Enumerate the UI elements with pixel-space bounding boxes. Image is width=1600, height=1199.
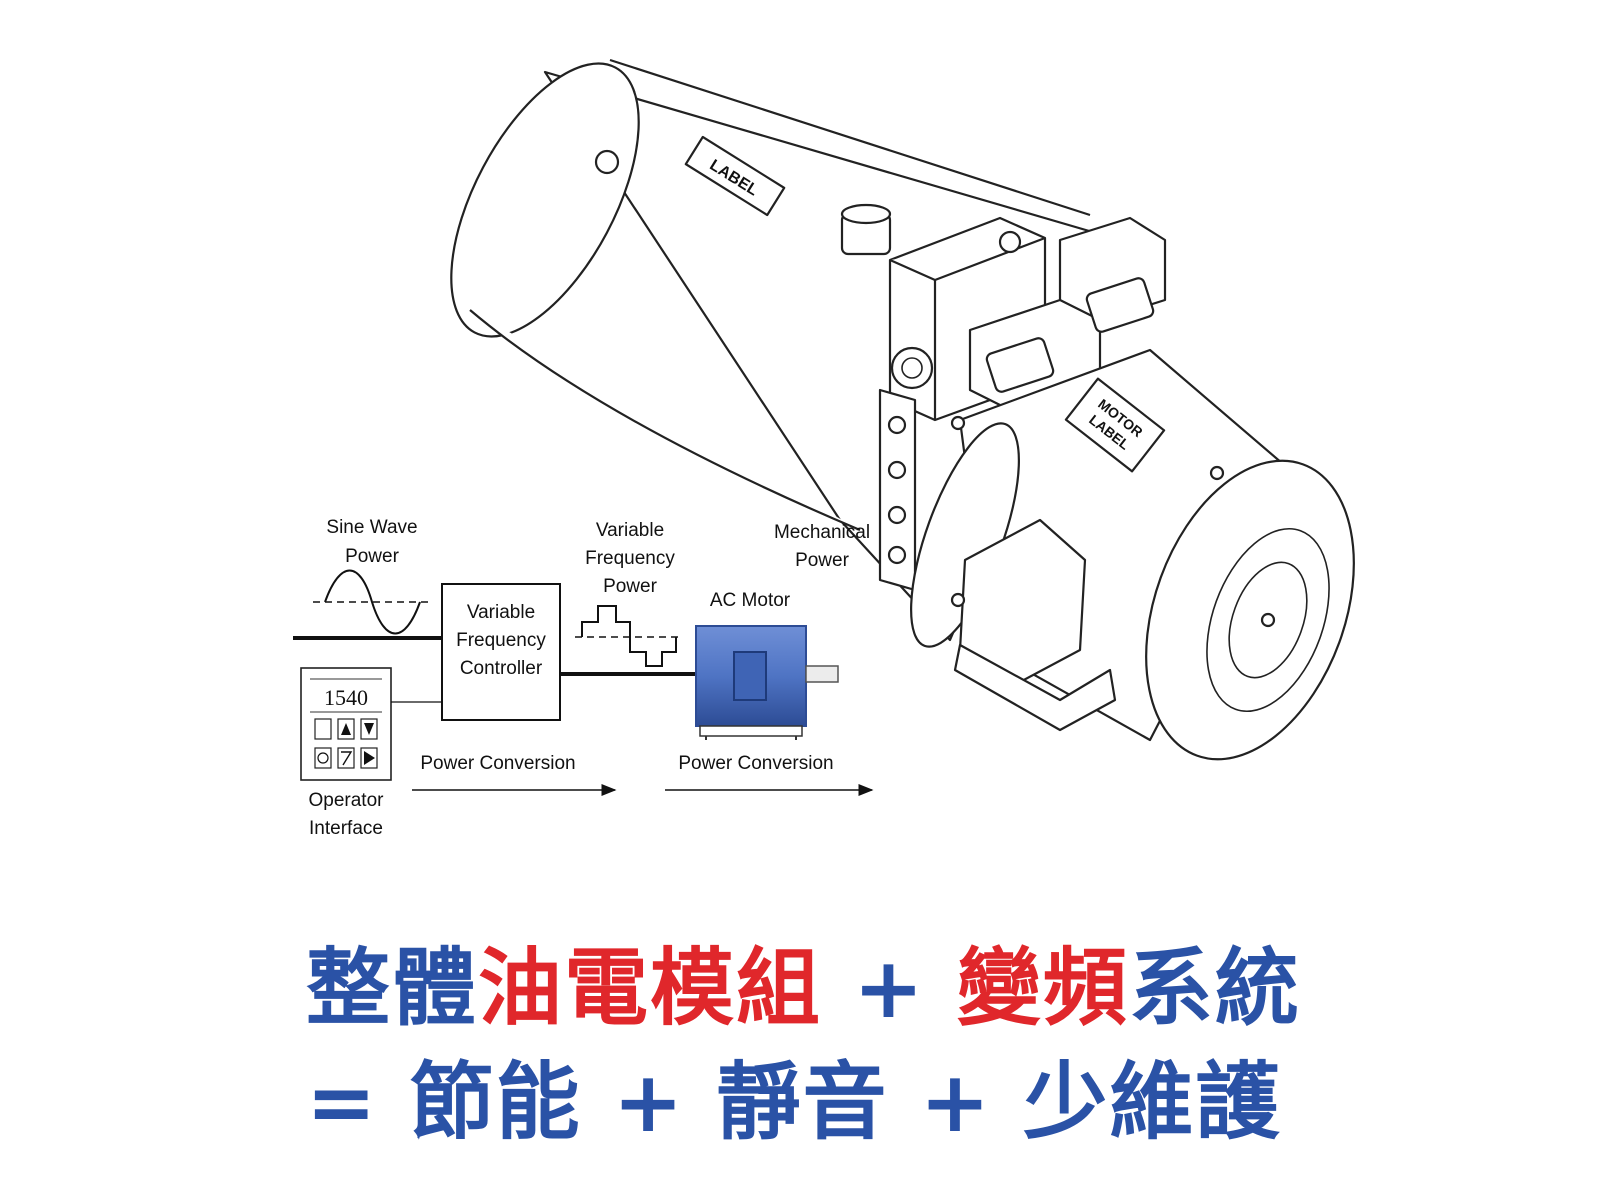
valve-port-icon xyxy=(890,346,934,390)
mechanical-power-label-line2: Power xyxy=(795,550,850,571)
vfc-label-line2: Frequency xyxy=(456,630,546,651)
power-conversion-label-1: Power Conversion xyxy=(420,753,575,774)
operator-interface-label-line2: Interface xyxy=(309,818,383,839)
mechanical-power-label-line1: Mechanical xyxy=(774,522,870,543)
solenoid-coil-2 xyxy=(985,337,1055,393)
stepped-wave-icon xyxy=(581,605,677,667)
play-icon xyxy=(364,751,375,765)
motor-fan-cover-icon xyxy=(1260,612,1276,628)
operator-interface-keypad: 1540 xyxy=(300,667,392,781)
sine-wave-icon xyxy=(324,569,421,635)
power-conversion-label-2: Power Conversion xyxy=(678,753,833,774)
mounting-bracket xyxy=(878,388,917,592)
vf-power-label-line2: Frequency xyxy=(585,548,675,569)
keypad-key-func xyxy=(337,747,355,769)
headline-segment: + xyxy=(822,939,957,1037)
headline-segment: 整體 xyxy=(306,939,479,1037)
keypad-key-reset xyxy=(314,747,332,769)
operator-interface-label-line1: Operator xyxy=(309,790,385,811)
headline-line-1: 整體油電模組 + 變頻系統 xyxy=(0,938,1600,1038)
vfc-label-line3: Controller xyxy=(460,658,543,679)
sine-wave-power-label-line1: Sine Wave xyxy=(326,517,417,538)
tank-bolt-icon xyxy=(594,149,620,175)
vfd-block-diagram: Sine Wave Power Variable Frequency Contr… xyxy=(293,517,874,839)
ac-motor-label: AC Motor xyxy=(710,590,791,611)
solenoid-coil-1 xyxy=(1085,277,1155,333)
vf-power-label-line1: Variable xyxy=(596,520,664,541)
headline-line-2: = 節能 + 靜音 + 少維護 xyxy=(0,1052,1600,1152)
motor-foot xyxy=(953,643,1117,732)
tank-label-plate xyxy=(684,135,786,217)
motor-label-plate xyxy=(1064,377,1166,473)
ac-motor-icon xyxy=(695,625,839,740)
headline-segment: 變頻 xyxy=(956,939,1129,1037)
up-arrow-icon xyxy=(341,723,351,735)
display-value: 1540 xyxy=(324,685,368,710)
headline-segment: = 節能 + 靜音 + 少維護 xyxy=(306,1053,1282,1151)
sine-wave-power-label-line2: Power xyxy=(345,546,400,567)
headline-segment: 系統 xyxy=(1128,939,1301,1037)
vf-power-label-line3: Power xyxy=(603,576,658,597)
keypad-key-stop xyxy=(314,718,332,740)
vfc-box xyxy=(441,583,561,721)
electric-motor: MOTOR LABEL xyxy=(910,348,1355,761)
headline-segment: 油電模組 xyxy=(478,939,823,1037)
vfc-label-line1: Variable xyxy=(467,602,535,623)
hydraulic-power-unit-illustration: LABEL xyxy=(450,58,1355,761)
down-arrow-icon xyxy=(364,723,374,735)
